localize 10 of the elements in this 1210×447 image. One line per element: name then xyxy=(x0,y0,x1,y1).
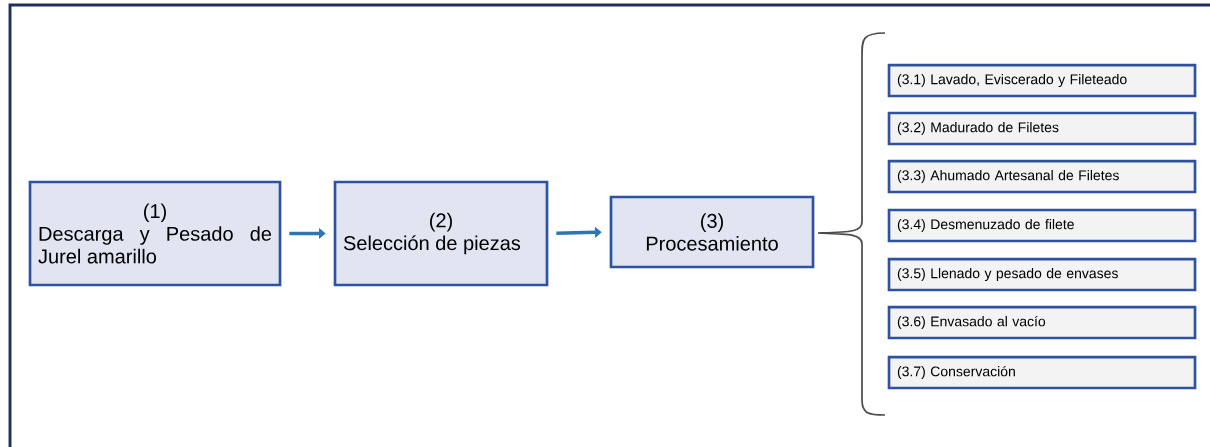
process-box: (2) Selección de piezas xyxy=(333,180,549,287)
step-box: (3.4) Desmenuzado de filete xyxy=(887,208,1197,243)
step-box: (3.7) Conservación xyxy=(887,355,1197,390)
step-box: (3.3) Ahumado Artesanal de Filetes xyxy=(887,159,1197,194)
step-box: (3.1) Lavado, Eviscerado y Fileteado xyxy=(887,63,1197,98)
process-box: (3) Procesamiento xyxy=(609,195,815,269)
step-box: (3.2) Madurado de Filetes xyxy=(887,111,1197,146)
process-box: (1) Descarga y Pesado de Jurel amarillo xyxy=(28,180,282,287)
step-box: (3.5) Llenado y pesado de envases xyxy=(887,257,1197,292)
step-box: (3.6) Envasado al vacío xyxy=(887,305,1197,340)
